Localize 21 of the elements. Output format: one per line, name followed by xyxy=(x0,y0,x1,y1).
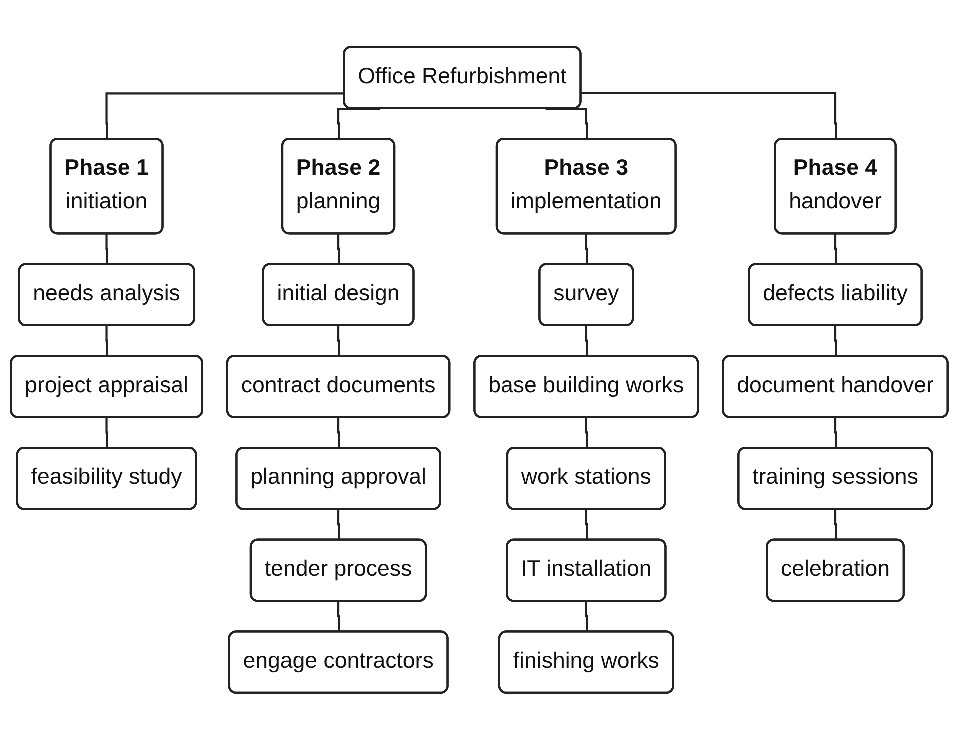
connector xyxy=(106,416,108,449)
connector xyxy=(106,92,345,140)
connector xyxy=(581,92,838,140)
connector xyxy=(106,233,108,265)
connector xyxy=(585,416,588,449)
connector xyxy=(834,416,838,449)
connector xyxy=(337,108,381,140)
connector xyxy=(546,108,588,140)
connector xyxy=(585,325,588,357)
connector xyxy=(834,325,838,357)
connector xyxy=(834,508,838,540)
connector xyxy=(337,508,340,540)
connector xyxy=(337,325,340,357)
connector xyxy=(585,600,588,632)
connector xyxy=(585,233,588,265)
connector xyxy=(106,325,108,357)
connector xyxy=(834,233,838,265)
connector xyxy=(337,233,340,265)
connector xyxy=(337,416,340,449)
connector xyxy=(585,508,588,540)
connector xyxy=(337,600,340,632)
